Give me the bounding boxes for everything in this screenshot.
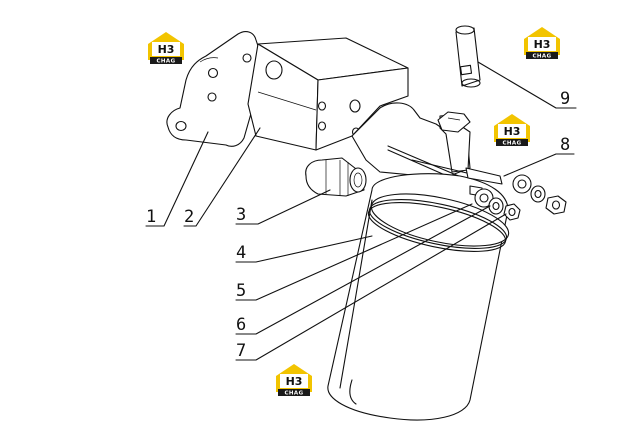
svg-text:CHAG: CHAG [284, 391, 303, 397]
callout-5: 5 [236, 281, 246, 301]
svg-text:CHAG: CHAG [156, 59, 175, 65]
callout-8: 8 [560, 135, 570, 155]
svg-text:H3: H3 [504, 125, 521, 138]
callout-numbers: 1 2 3 4 5 6 7 8 9 [146, 89, 570, 361]
svg-text:CHAG: CHAG [532, 54, 551, 60]
watermark-logo-top-left: H3 CHAG [148, 32, 184, 65]
callout-2: 2 [184, 207, 194, 227]
svg-text:H3: H3 [158, 43, 175, 56]
watermark-logo-middle-right: H3 CHAG [494, 114, 530, 147]
part-5-seal-ring [367, 199, 508, 252]
callout-7: 7 [236, 341, 246, 361]
watermark-logo-top-right: H3 CHAG [524, 27, 560, 60]
svg-text:CHAG: CHAG [502, 141, 521, 147]
part-6-washers [474, 174, 546, 215]
svg-text:H3: H3 [534, 38, 551, 51]
part-4-filter-body [327, 173, 510, 421]
callout-9: 9 [560, 89, 570, 109]
part-9-bleed-sleeve [455, 25, 481, 88]
filter-head [351, 102, 489, 187]
watermark-logo-bottom-left: H3 CHAG [276, 364, 312, 397]
leader-lines [145, 61, 577, 361]
callout-6: 6 [236, 315, 246, 335]
part-7-nuts [503, 195, 567, 221]
callout-4: 4 [236, 243, 246, 263]
part-2-adapter-block [247, 37, 409, 151]
callout-3: 3 [236, 205, 246, 225]
part-1-mounting-bracket [166, 31, 261, 147]
part-3-fitting [305, 157, 367, 197]
callout-1: 1 [146, 207, 156, 227]
svg-text:H3: H3 [286, 375, 303, 388]
